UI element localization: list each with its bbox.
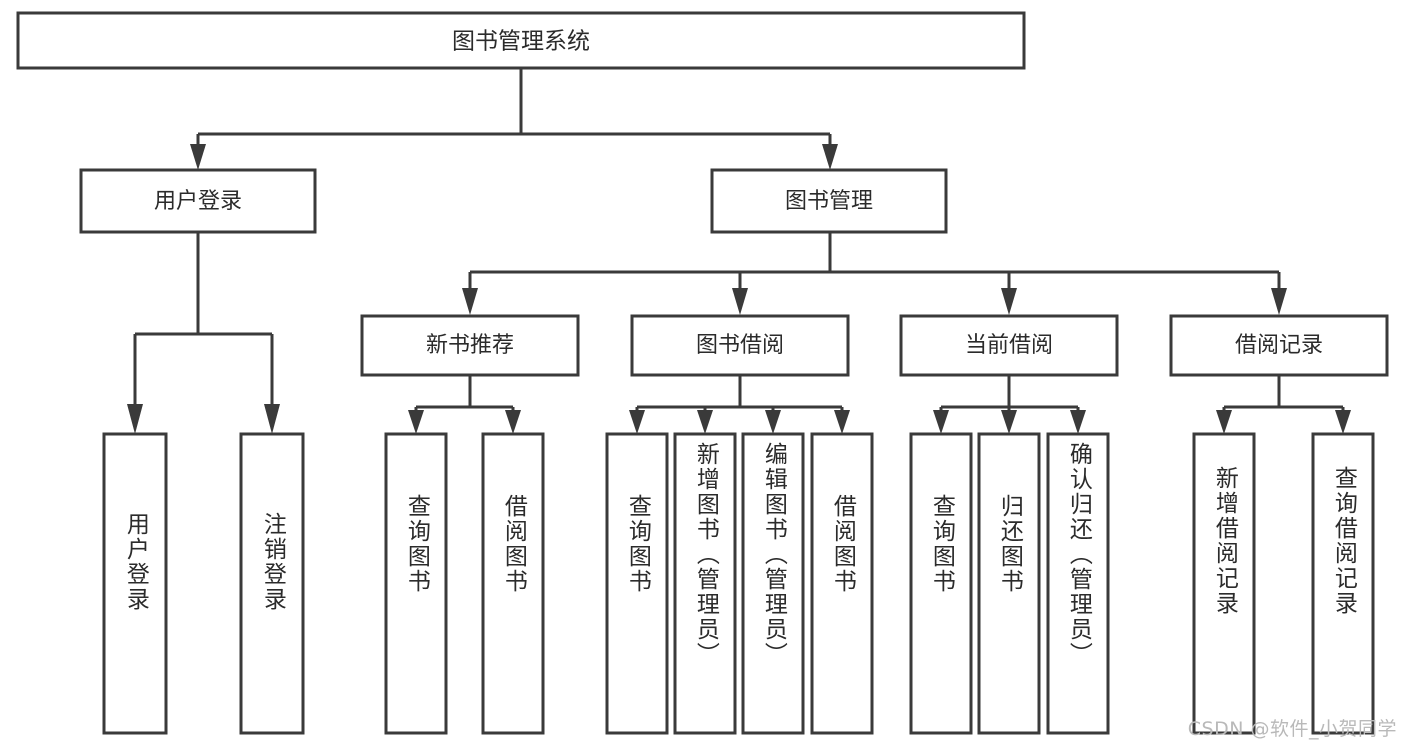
node-book-management-label: 图书管理 [785,189,873,214]
arrow-head-leaf-book-borrow-0 [629,410,645,434]
leaf-box-borrow-record-1[interactable] [1311,432,1375,735]
arrow-head-book-borrow [732,288,748,315]
arrow-head-leaf-new-book-1 [505,410,521,434]
leaf-boxes-current-borrow [909,432,1110,735]
arrow-head-borrow-record [1271,288,1287,315]
arrow-head-current-borrow [1001,288,1017,315]
leaf-boxes-book-borrow [605,432,874,735]
leaf-box-user-login-0[interactable] [102,432,168,735]
connector-book-borrow-to-leaves [629,375,850,434]
arrow-head-leaf-current-borrow-2 [1070,410,1086,434]
node-book-management[interactable]: 图书管理 [710,168,948,234]
node-current-borrow[interactable]: 当前借阅 [899,314,1119,377]
arrow-head-user-login [190,144,206,170]
node-root-box [16,11,1026,70]
node-user-login-label: 用户登录 [154,189,242,214]
leaf-box-borrow-record-0[interactable] [1192,432,1256,735]
arrow-head-leaf-book-borrow-3 [834,410,850,434]
leaf-box-current-borrow-2[interactable] [1046,432,1110,735]
node-new-book-recommend-label: 新书推荐 [426,333,514,358]
csdn-watermark: CSDN @软件_小贺同学 [1187,718,1397,740]
arrow-head-leaf-current-borrow-0 [933,410,949,434]
node-root-label: 图书管理系统 [452,29,590,55]
leaf-box-user-login-1[interactable] [239,432,305,735]
leaf-boxes-new-book-recommend [384,432,545,735]
leaf-box-book-borrow-3[interactable] [810,432,874,735]
node-current-borrow-box [899,314,1119,377]
arrow-head-leaf-book-borrow-2 [765,410,781,434]
arrow-head-leaf-current-borrow-1 [1001,410,1017,434]
connector-new-book-to-leaves [408,375,521,434]
arrow-head-leaf-borrow-record-0 [1216,410,1232,434]
arrow-head-leaf-borrow-record-1 [1335,410,1351,434]
arrow-head-leaf-new-book-0 [408,410,424,434]
node-book-management-box [710,168,948,234]
node-book-borrow-box [630,314,850,377]
leaf-box-current-borrow-0[interactable] [909,432,973,735]
connector-root-to-level2 [190,68,838,170]
connector-book-mgmt-to-level3 [462,232,1287,315]
leaf-boxes-borrow-record [1192,432,1375,735]
arrow-head-book-mgmt [822,144,838,170]
arrow-head-leaf-user-login-1 [264,404,280,434]
connector-current-borrow-to-leaves [933,375,1086,434]
node-borrow-record-box [1169,314,1389,377]
node-user-login[interactable]: 用户登录 [79,168,317,234]
node-book-borrow[interactable]: 图书借阅 [630,314,850,377]
arrow-head-leaf-book-borrow-1 [697,410,713,434]
node-book-borrow-label: 图书借阅 [696,333,784,358]
node-root-book-management-system[interactable]: 图书管理系统 [16,11,1026,70]
leaf-box-book-borrow-2[interactable] [741,432,805,735]
node-borrow-record[interactable]: 借阅记录 [1169,314,1389,377]
leaf-box-new-book-0[interactable] [384,432,448,735]
leaf-box-current-borrow-1[interactable] [977,432,1041,735]
node-new-book-recommend-box [360,314,580,377]
arrow-head-leaf-user-login-0 [127,404,143,434]
arrow-head-new-book [462,288,478,315]
node-new-book-recommend[interactable]: 新书推荐 [360,314,580,377]
node-borrow-record-label: 借阅记录 [1235,333,1323,358]
connector-user-login-to-leaves [127,232,280,434]
leaf-boxes-user-login [102,432,305,735]
leaf-box-new-book-1[interactable] [481,432,545,735]
leaf-box-book-borrow-1[interactable] [673,432,737,735]
connector-borrow-record-to-leaves [1216,375,1351,434]
node-current-borrow-label: 当前借阅 [965,333,1053,358]
leaf-box-book-borrow-0[interactable] [605,432,669,735]
node-user-login-box [79,168,317,234]
